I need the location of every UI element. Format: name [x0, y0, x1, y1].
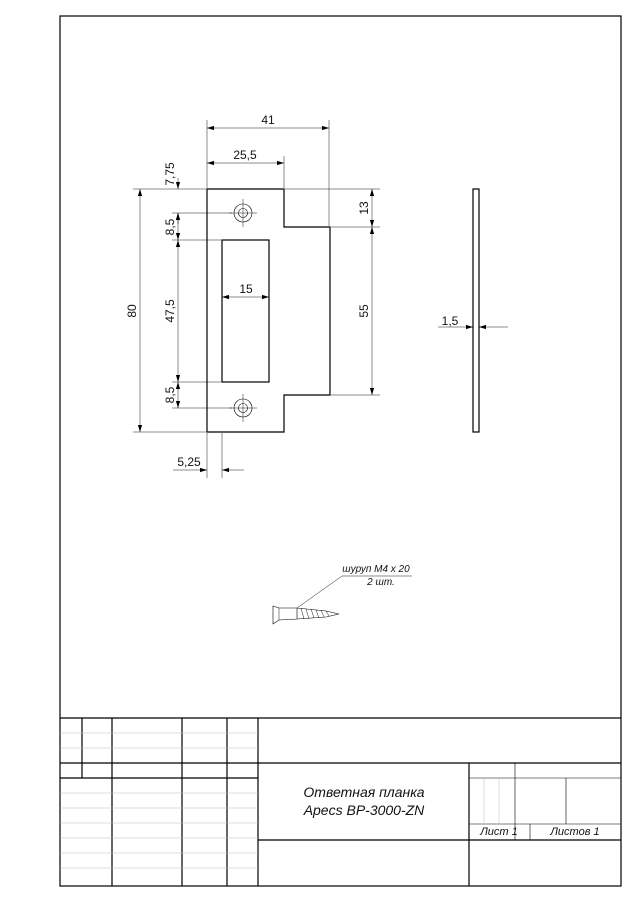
- dim-thickness: 1,5: [442, 314, 459, 328]
- title-block: Ответная планка Apecs BP-3000-ZN Лист 1 …: [60, 717, 621, 886]
- dimension-labels: 41 25,5 7,75 8,5 47,5 8,5 80 13 55 15 5,…: [125, 113, 459, 469]
- dim-width-upper: 25,5: [233, 148, 257, 162]
- sheet-frame: [59, 15, 622, 887]
- dim-total-height: 80: [125, 304, 139, 318]
- latch-window: [221, 239, 270, 383]
- screw-hole-top: [229, 199, 257, 227]
- dim-window-height: 47,5: [163, 299, 177, 323]
- screw-note-line2: 2 шт.: [366, 577, 395, 588]
- dim-hole-offset-x: 5,25: [177, 455, 201, 469]
- dim-offset-top: 7,75: [163, 162, 177, 186]
- dim-tab-height: 13: [357, 201, 371, 215]
- dim-hole-to-window-top: 8,5: [163, 218, 177, 235]
- part-name: Ответная планка: [303, 784, 424, 800]
- dim-window-to-hole-bottom: 8,5: [163, 386, 177, 403]
- part-model: Apecs BP-3000-ZN: [303, 802, 425, 818]
- strike-plate-front-view: [206, 188, 331, 433]
- sheet-number: Лист 1: [479, 826, 518, 838]
- dimension-lines: [133, 120, 380, 478]
- screw-hole-bottom: [229, 394, 257, 422]
- sheets-total: Листов 1: [549, 826, 599, 838]
- dim-window-width: 15: [239, 282, 253, 296]
- dim-tab-length: 55: [357, 304, 371, 318]
- screw-drawing: шуруп М4 x 20 2 шт.: [272, 564, 412, 625]
- strike-plate-side-view: [438, 188, 508, 433]
- screw-note-line1: шуруп М4 x 20: [342, 564, 410, 575]
- plate-outline: [206, 188, 331, 433]
- dim-width-overall: 41: [261, 113, 275, 127]
